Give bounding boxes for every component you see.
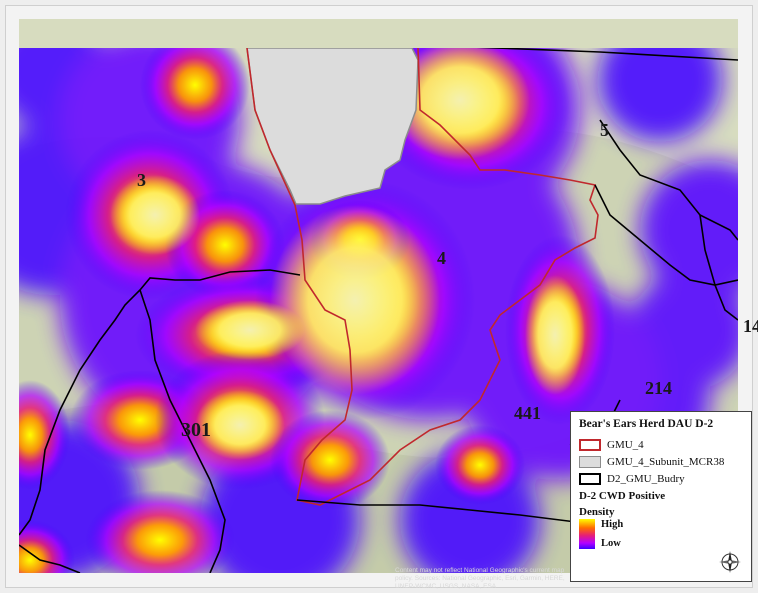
map-legend: Bear's Ears Herd DAU D-2 GMU_4 GMU_4_Sub…	[570, 411, 752, 582]
legend-density-ramp: High Low	[579, 519, 743, 549]
d2-gmu-boundaries[interactable]	[19, 35, 738, 573]
legend-label-gmu4: GMU_4	[607, 438, 644, 451]
gmu-label-214: 214	[645, 378, 672, 398]
gmu-label-301: 301	[181, 419, 211, 441]
gmu-label-3: 3	[137, 170, 146, 190]
legend-swatch-gmu4	[579, 438, 601, 451]
legend-label-budry: D2_GMU_Budry	[607, 472, 685, 485]
gmu4-boundary[interactable]	[246, 48, 599, 506]
gmu-label-5: 5	[600, 120, 609, 140]
legend-high-label: High	[601, 519, 624, 530]
legend-swatch-budry	[579, 472, 601, 485]
legend-low-label: Low	[601, 538, 621, 549]
legend-swatch-subunit	[579, 455, 601, 468]
legend-item-subunit: GMU_4_Subunit_MCR38	[579, 453, 743, 470]
legend-subtitle: D-2 CWD Positive	[579, 490, 666, 502]
legend-title: Bear's Ears Herd DAU D-2	[579, 418, 714, 430]
legend-item-budry: D2_GMU_Budry	[579, 470, 743, 487]
map-attribution: Content may not reflect National Geograp…	[395, 567, 565, 590]
legend-density-label: Density	[579, 506, 615, 518]
gmu-label-441: 441	[514, 403, 541, 423]
ramp-labels: High Low	[601, 519, 623, 549]
legend-label-subunit: GMU_4_Subunit_MCR38	[607, 455, 725, 468]
legend-item-gmu4: GMU_4	[579, 436, 743, 453]
density-color-ramp	[579, 519, 595, 549]
gmu-label-4: 4	[437, 248, 446, 268]
gmu-label-14-partial: 14	[743, 316, 758, 336]
density-cores	[110, 48, 585, 460]
compass-rose-icon	[719, 551, 741, 573]
